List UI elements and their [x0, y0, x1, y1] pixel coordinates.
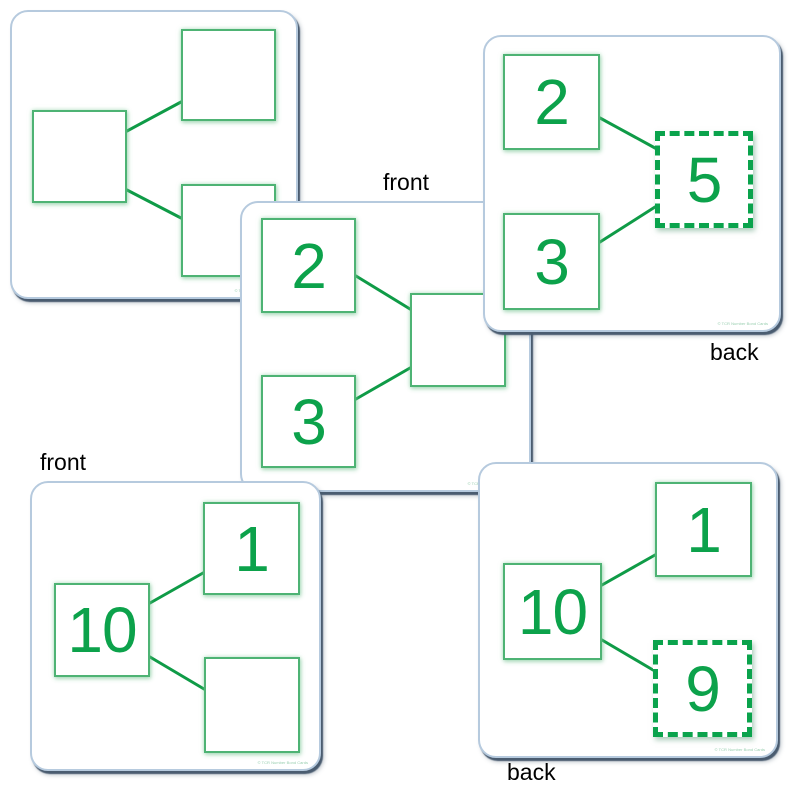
- bond-part-bottom-box: 3: [261, 375, 356, 468]
- label-front-middle-card: front: [383, 169, 430, 195]
- watermark: © TCR Number Bond Cards: [714, 747, 765, 753]
- bond-part-bottom-box: 3: [503, 213, 600, 310]
- bond-root-value: 5: [686, 143, 723, 216]
- bond-part-bottom-value: 3: [534, 225, 570, 298]
- bond-root-box: 10: [54, 583, 150, 677]
- label-back-bottom-right-card: back: [507, 759, 556, 785]
- bond-part-bottom-value: 9: [685, 652, 721, 725]
- bond-root-value: 10: [517, 575, 588, 648]
- bond-part-top-value: 2: [534, 66, 570, 138]
- card-2-3-front: 2 3 © TCR Number Bond Cards: [240, 201, 531, 492]
- bond-root-box: 10: [503, 563, 602, 660]
- connector-line: [148, 571, 205, 605]
- bond-part-top-box: 2: [261, 218, 356, 313]
- bond-part-top-box: [181, 29, 276, 121]
- bond-part-top-box: 1: [203, 502, 300, 595]
- bond-part-top-value: 1: [686, 493, 722, 566]
- bond-part-bottom-box: [204, 657, 300, 753]
- bond-part-top-box: 1: [655, 482, 752, 577]
- card-2-3-back: 2 3 5 © TCR Number Bond Cards: [483, 35, 781, 332]
- connector-line: [125, 188, 183, 220]
- bond-part-bottom-value: 3: [291, 385, 327, 458]
- card-10-1-front: 10 1 © TCR Number Bond Cards: [30, 481, 321, 771]
- connector-line: [354, 366, 412, 401]
- label-front-bottom-left-card: front: [40, 449, 87, 475]
- bond-part-answer-box: 9: [653, 640, 752, 737]
- connector-line: [354, 274, 412, 311]
- connector-line: [148, 655, 206, 691]
- bond-root-box: [32, 110, 127, 203]
- label-back-top-right-card: back: [710, 339, 759, 365]
- bond-part-top-box: 2: [503, 54, 600, 150]
- connector-line: [598, 205, 657, 244]
- connector-line: [600, 553, 657, 587]
- bond-root-value: 10: [67, 594, 137, 666]
- bond-part-top-value: 2: [291, 229, 327, 302]
- bond-part-top-value: 1: [234, 512, 270, 585]
- connector-line: [600, 638, 655, 672]
- bond-root-answer-box: 5: [655, 131, 753, 228]
- connector-line: [598, 116, 657, 150]
- card-10-1-back: 10 1 9 © TCR Number Bond Cards: [478, 462, 778, 758]
- watermark: © TCR Number Bond Cards: [257, 760, 308, 766]
- watermark: © TCR Number Bond Cards: [717, 321, 768, 327]
- connector-line: [125, 100, 183, 133]
